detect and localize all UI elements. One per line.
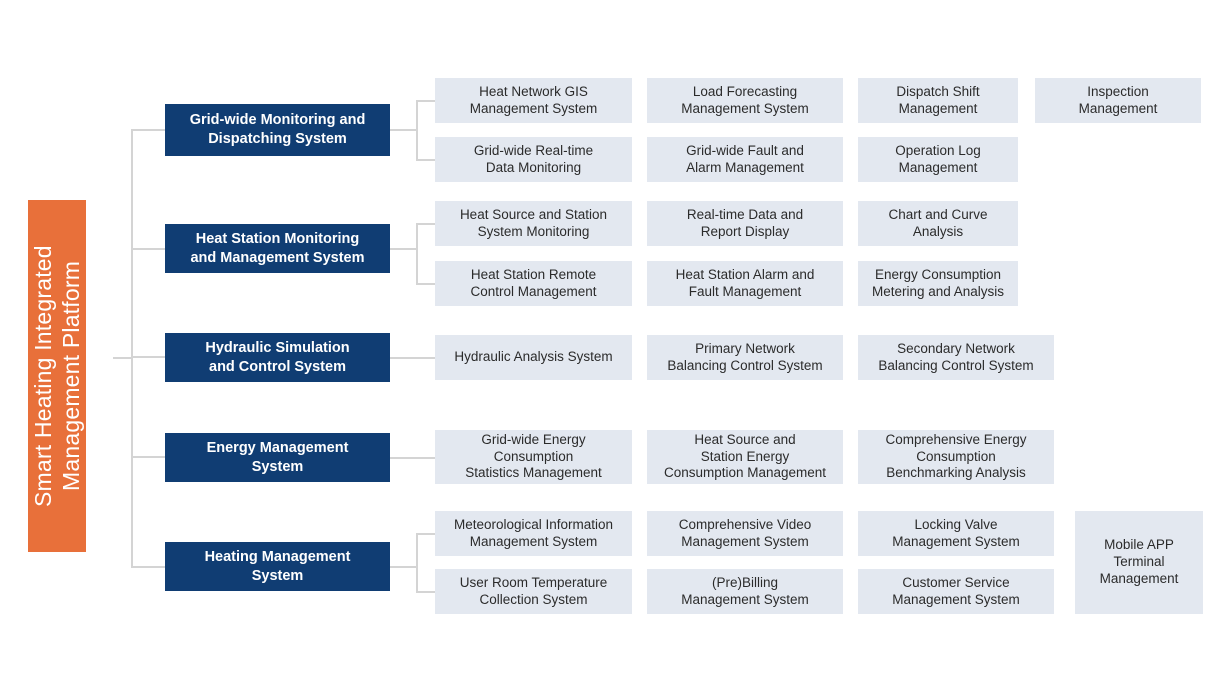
connector-branch-1-out (390, 129, 417, 131)
connector-branch-5-spine (416, 533, 418, 592)
connector-trunk (131, 130, 133, 568)
connector-branch-2-to-row-b (416, 283, 436, 285)
leaf-chart-and-curve-analysis[interactable]: Chart and Curve Analysis (858, 201, 1018, 246)
leaf-heat-station-remote-control-management[interactable]: Heat Station Remote Control Management (435, 261, 632, 306)
leaf-pre-billing-management-system[interactable]: (Pre)Billing Management System (647, 569, 843, 614)
connector-branch-4-out (390, 457, 436, 459)
leaf-primary-network-balancing-control-system[interactable]: Primary Network Balancing Control System (647, 335, 843, 380)
connector-branch-5-out (390, 566, 417, 568)
leaf-heat-source-and-station-system-monitoring[interactable]: Heat Source and Station System Monitorin… (435, 201, 632, 246)
connector-root-stub (113, 357, 132, 359)
connector-branch-3-out (390, 357, 436, 359)
connector-branch-1-to-row-b (416, 159, 436, 161)
leaf-comprehensive-energy-consumption-benchmarking-analysis[interactable]: Comprehensive Energy Consumption Benchma… (858, 430, 1054, 484)
connector-branch-1-spine (416, 100, 418, 160)
leaf-grid-wide-fault-and-alarm-management[interactable]: Grid-wide Fault and Alarm Management (647, 137, 843, 182)
leaf-locking-valve-management-system[interactable]: Locking Valve Management System (858, 511, 1054, 556)
connector-branch-1-to-row-a (416, 100, 436, 102)
connector-branch-2-out (390, 248, 417, 250)
leaf-dispatch-shift-management[interactable]: Dispatch Shift Management (858, 78, 1018, 123)
connector-trunk-to-branch-1 (131, 129, 165, 131)
leaf-operation-log-management[interactable]: Operation Log Management (858, 137, 1018, 182)
leaf-energy-consumption-metering-and-analysis[interactable]: Energy Consumption Metering and Analysis (858, 261, 1018, 306)
leaf-heat-source-and-station-energy-consumption-management[interactable]: Heat Source and Station Energy Consumpti… (647, 430, 843, 484)
connector-trunk-to-branch-2 (131, 248, 165, 250)
leaf-secondary-network-balancing-control-system[interactable]: Secondary Network Balancing Control Syst… (858, 335, 1054, 380)
branch-node-heating-management[interactable]: Heating Management System (165, 542, 390, 591)
connector-branch-5-to-row-a (416, 533, 436, 535)
branch-node-heat-station-monitoring[interactable]: Heat Station Monitoring and Management S… (165, 224, 390, 273)
root-node-smart-heating-platform[interactable]: Smart Heating Integrated Management Plat… (28, 200, 86, 552)
leaf-heat-network-gis-management-system[interactable]: Heat Network GIS Management System (435, 78, 632, 123)
branch-node-grid-wide-monitoring[interactable]: Grid-wide Monitoring and Dispatching Sys… (165, 104, 390, 156)
connector-trunk-to-branch-4 (131, 456, 165, 458)
leaf-customer-service-management-system[interactable]: Customer Service Management System (858, 569, 1054, 614)
connector-branch-2-spine (416, 223, 418, 283)
leaf-mobile-app-terminal-management[interactable]: Mobile APP Terminal Management (1075, 511, 1203, 614)
leaf-real-time-data-and-report-display[interactable]: Real-time Data and Report Display (647, 201, 843, 246)
leaf-load-forecasting-management-system[interactable]: Load Forecasting Management System (647, 78, 843, 123)
connector-branch-2-to-row-a (416, 223, 436, 225)
leaf-grid-wide-real-time-data-monitoring[interactable]: Grid-wide Real-time Data Monitoring (435, 137, 632, 182)
leaf-heat-station-alarm-and-fault-management[interactable]: Heat Station Alarm and Fault Management (647, 261, 843, 306)
connector-trunk-to-branch-5 (131, 566, 165, 568)
branch-node-hydraulic-simulation[interactable]: Hydraulic Simulation and Control System (165, 333, 390, 382)
leaf-user-room-temperature-collection-system[interactable]: User Room Temperature Collection System (435, 569, 632, 614)
connector-branch-5-to-row-b (416, 591, 436, 593)
leaf-hydraulic-analysis-system[interactable]: Hydraulic Analysis System (435, 335, 632, 380)
leaf-inspection-management[interactable]: Inspection Management (1035, 78, 1201, 123)
leaf-comprehensive-video-management-system[interactable]: Comprehensive Video Management System (647, 511, 843, 556)
leaf-grid-wide-energy-consumption-statistics-management[interactable]: Grid-wide Energy Consumption Statistics … (435, 430, 632, 484)
branch-node-energy-management[interactable]: Energy Management System (165, 433, 390, 482)
leaf-meteorological-information-management-system[interactable]: Meteorological Information Management Sy… (435, 511, 632, 556)
connector-trunk-to-branch-3 (131, 356, 165, 358)
